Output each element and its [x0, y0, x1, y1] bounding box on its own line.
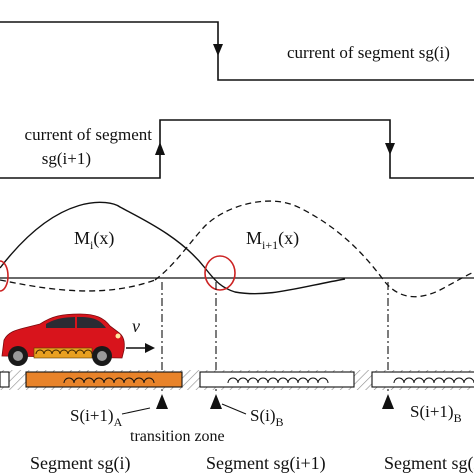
transition-zone-label: transition zone — [130, 428, 225, 445]
segment-i1-coil-windings — [227, 377, 329, 384]
current-drop-arrow-segment-i1 — [385, 143, 395, 155]
segment-i-coil — [25, 371, 183, 388]
sensor-marker-s-i-b — [210, 394, 222, 409]
electric-vehicle — [1, 313, 125, 366]
crossing-highlight-circle-center — [204, 255, 236, 291]
current-segment-i1-label-line1: current of segment — [25, 125, 153, 144]
mutual-inductance-i-label: Mi(x) — [74, 228, 114, 252]
mutual-inductance-curve-i1 — [154, 200, 474, 298]
current-segment-i1-label-line2: sg(i+1) — [42, 149, 91, 168]
current-waveform-segment-i1 — [0, 119, 474, 179]
sensor-marker-s-i1-b — [382, 394, 394, 409]
current-drop-arrow-segment-i — [213, 44, 223, 56]
segment-i-label: Segment sg(i) — [30, 453, 131, 474]
sensor-label-s-i1-b: S(i+1)B — [410, 402, 462, 425]
leader-s-i1-a — [121, 407, 151, 415]
velocity-arrow-head — [145, 343, 155, 353]
segment-i-end-left — [0, 371, 10, 388]
car-rear-hubcap — [13, 351, 23, 361]
segment-i2-coil-windings — [393, 377, 474, 384]
segment-i1-label: Segment sg(i+1) — [206, 453, 326, 474]
segment-i2-label: Segment sg(i+2) — [384, 453, 474, 474]
car-receiver-coil-windings — [35, 349, 93, 355]
mutual-inductance-curve-i-tail — [0, 279, 156, 292]
car-receiver-coil — [33, 347, 93, 359]
segment-i-coil-windings — [63, 377, 155, 384]
current-segment-i-label: current of segment sg(i) — [287, 43, 450, 62]
current-rise-arrow-segment-i1 — [155, 142, 165, 155]
car-front-hubcap — [97, 351, 107, 361]
sensor-marker-s-i1-a — [156, 394, 168, 409]
sensor-label-s-i1-a: S(i+1)A — [70, 406, 123, 429]
velocity-label: v — [132, 316, 140, 336]
mutual-inductance-i1-label: Mi+1(x) — [246, 228, 299, 252]
sensor-label-s-i-b: S(i)B — [250, 406, 284, 429]
car-headlight — [115, 333, 121, 339]
crossing-highlight-circle-left — [0, 260, 9, 292]
mutual-inductance-curve-i — [0, 201, 346, 295]
leader-s-i-b — [221, 403, 247, 415]
